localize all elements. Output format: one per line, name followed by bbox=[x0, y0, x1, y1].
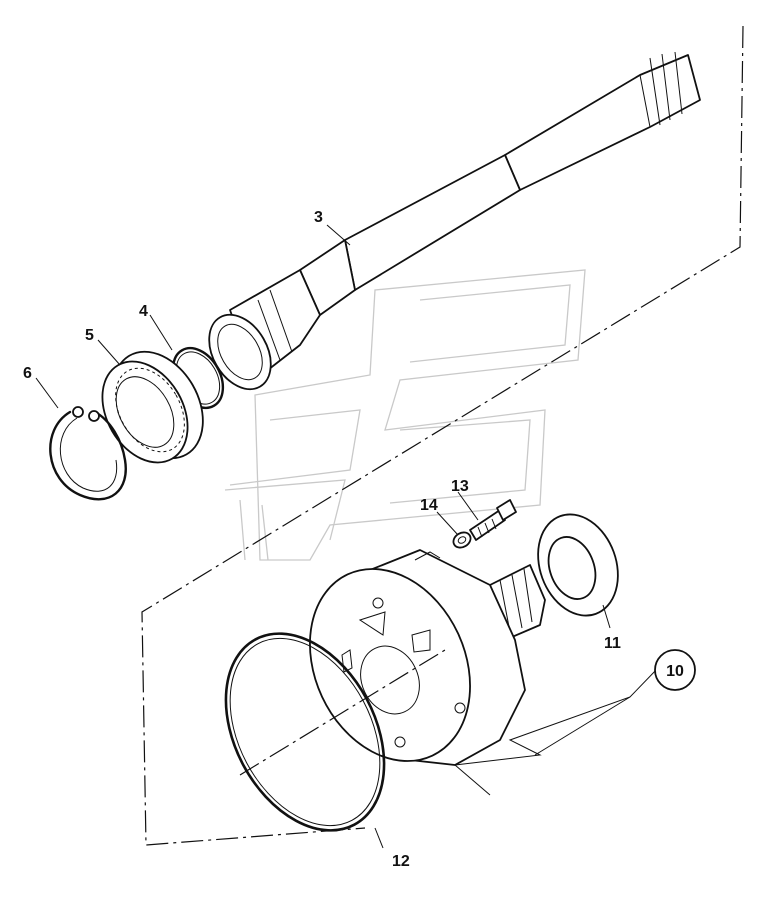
callout-label-3: 3 bbox=[314, 209, 323, 226]
callout-circle-10 bbox=[654, 649, 696, 691]
callout-label-10: 10 bbox=[666, 663, 684, 680]
callout-label-11: 11 bbox=[604, 635, 621, 652]
bearing-part-5 bbox=[101, 350, 204, 464]
callout-label-12: 12 bbox=[392, 853, 410, 870]
assembly-outline bbox=[141, 25, 744, 846]
shaft-part-3 bbox=[208, 51, 701, 391]
seal-part-11 bbox=[537, 513, 619, 617]
nut-part-14 bbox=[452, 531, 472, 549]
bolt-part-13 bbox=[469, 499, 517, 541]
callout-label-13: 13 bbox=[451, 478, 469, 495]
leader-lines bbox=[35, 224, 659, 849]
callout-label-6: 6 bbox=[23, 365, 32, 382]
callouts: 3 4 5 6 10 11 12 13 14 bbox=[23, 209, 696, 870]
callout-label-5: 5 bbox=[85, 327, 94, 344]
watermark-logo bbox=[224, 269, 586, 561]
center-axis bbox=[239, 649, 446, 776]
callout-label-14: 14 bbox=[420, 497, 438, 514]
callout-label-4: 4 bbox=[139, 303, 148, 320]
pump-unit-part-10 bbox=[309, 549, 546, 766]
circlip-part-6 bbox=[49, 406, 127, 501]
o-ring-part-12 bbox=[224, 632, 386, 832]
